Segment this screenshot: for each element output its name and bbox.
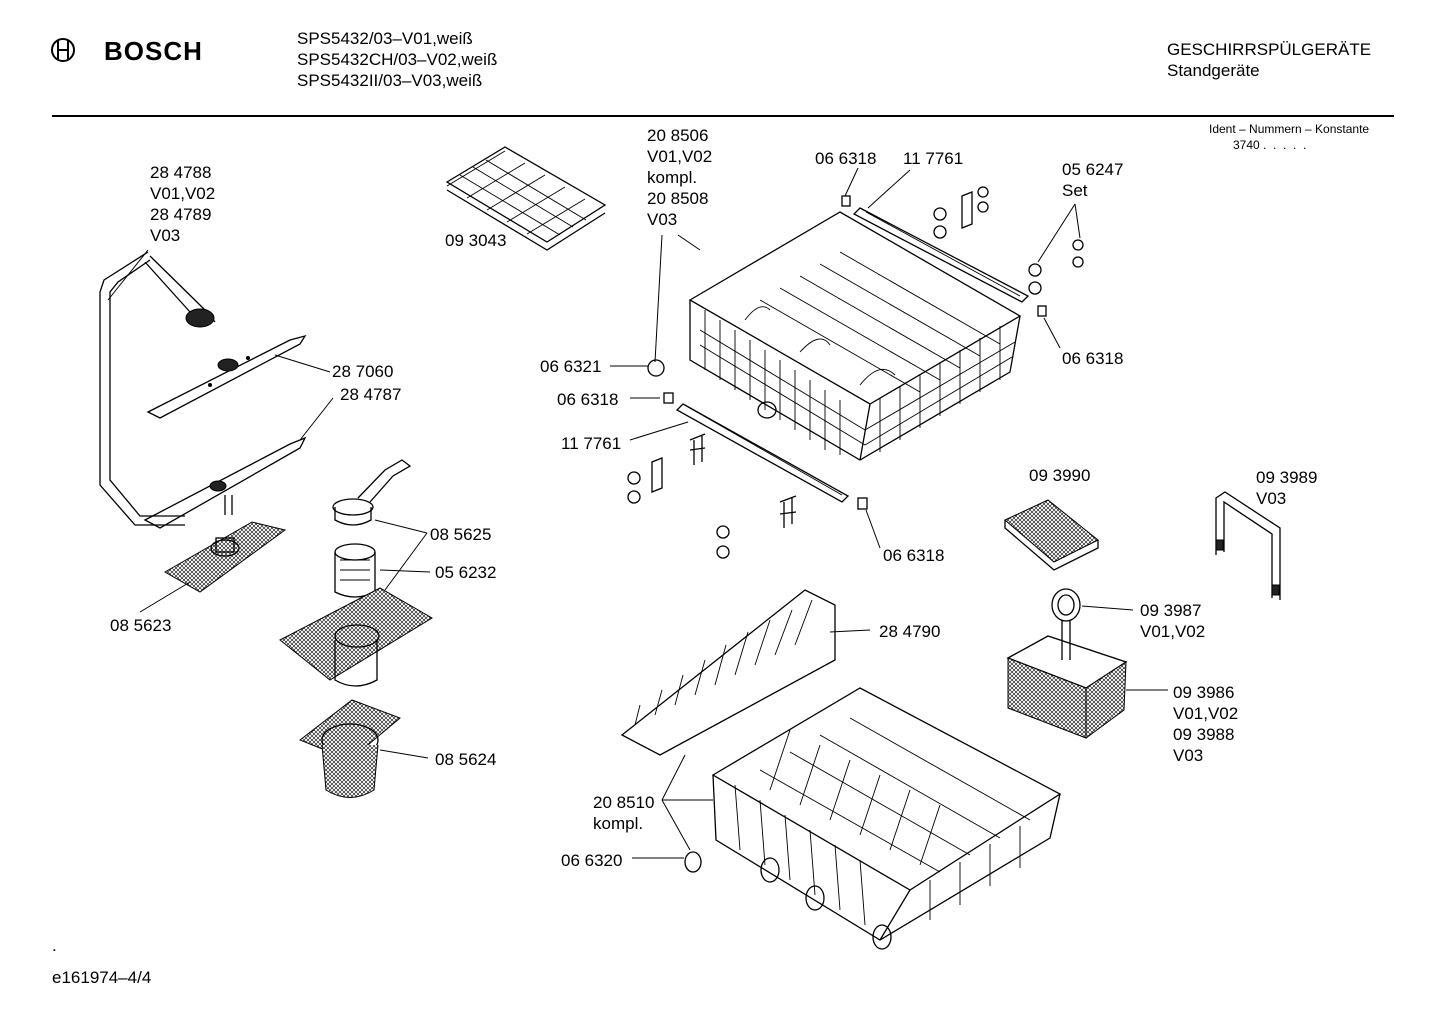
upper-spray-arm-drawing bbox=[146, 334, 307, 419]
rail-clips-drawing bbox=[933, 186, 1084, 295]
part-label-066318-a: 06 6318 bbox=[815, 149, 877, 168]
part-label-093989: 09 3989 V03 bbox=[1256, 468, 1318, 508]
supply-pipe-drawing bbox=[99, 251, 216, 526]
basket-handle-drawing bbox=[1215, 491, 1281, 600]
part-label-117761-a: 11 7761 bbox=[903, 149, 964, 168]
part-label-093990: 09 3990 bbox=[1029, 466, 1091, 485]
part-label-093986: 09 3986 V01,V02 09 3988 V03 bbox=[1173, 683, 1239, 765]
cutlery-grid-drawing bbox=[1004, 499, 1099, 571]
lower-spray-arm-drawing bbox=[143, 436, 307, 529]
part-label-066318-b: 06 6318 bbox=[1062, 349, 1124, 368]
part-label-056247: 05 6247 Set bbox=[1062, 160, 1124, 200]
part-label-093043: 09 3043 bbox=[445, 231, 507, 250]
upper-rail-drawing bbox=[841, 195, 1047, 317]
part-label-208510: 20 8510 kompl. bbox=[593, 793, 655, 833]
model-1: SPS5432/03–V01,weiß bbox=[297, 29, 473, 48]
lower-rail-drawing bbox=[627, 359, 868, 559]
upper-basket-drawing bbox=[688, 211, 1022, 461]
document-id: e161974–4/4 bbox=[52, 968, 152, 987]
part-label-085624: 08 5624 bbox=[435, 750, 497, 769]
part-label-208506: 20 8506 V01,V02 kompl. 20 8508 V03 bbox=[647, 126, 713, 229]
model-3: SPS5432II/03–V03,weiß bbox=[297, 71, 483, 90]
part-label-066318-d: 06 6318 bbox=[883, 546, 945, 565]
part-label-287060: 28 7060 bbox=[332, 362, 394, 381]
part-label-066321: 06 6321 bbox=[540, 357, 602, 376]
part-label-284787: 28 4787 bbox=[340, 385, 402, 404]
ident-label: Ident – Nummern – Konstante bbox=[1209, 122, 1370, 136]
bosch-logo-icon bbox=[51, 38, 75, 62]
lower-basket-drawing bbox=[684, 687, 1062, 950]
category-title: GESCHIRRSPÜLGERÄTE bbox=[1167, 40, 1372, 59]
part-label-085623: 08 5623 bbox=[110, 616, 172, 635]
part-label-284790: 28 4790 bbox=[879, 622, 941, 641]
leader-lines bbox=[107, 167, 1168, 859]
part-label-056232: 05 6232 bbox=[435, 563, 497, 582]
part-label-093987: 09 3987 V01,V02 bbox=[1140, 601, 1206, 641]
part-label-284788: 28 4788 V01,V02 28 4789 V03 bbox=[150, 163, 216, 245]
brand-name: BOSCH bbox=[104, 36, 203, 66]
category-subtitle: Standgeräte bbox=[1167, 61, 1260, 80]
spray-holder-drawing bbox=[163, 521, 287, 593]
cutlery-basket-drawing bbox=[1006, 588, 1128, 739]
cutlery-rack-drawing bbox=[445, 146, 607, 251]
part-label-117761-b: 11 7761 bbox=[561, 434, 622, 453]
plate-insert-drawing bbox=[620, 589, 836, 756]
model-2: SPS5432CH/03–V02,weiß bbox=[297, 50, 498, 69]
footer-dot: . bbox=[52, 936, 57, 955]
strainer-parts-drawing bbox=[279, 459, 433, 798]
ident-value: 3740 . . . . . bbox=[1233, 138, 1307, 152]
part-label-085625: 08 5625 bbox=[430, 525, 492, 544]
part-label-066318-c: 06 6318 bbox=[557, 390, 619, 409]
part-label-066320: 06 6320 bbox=[561, 851, 623, 870]
